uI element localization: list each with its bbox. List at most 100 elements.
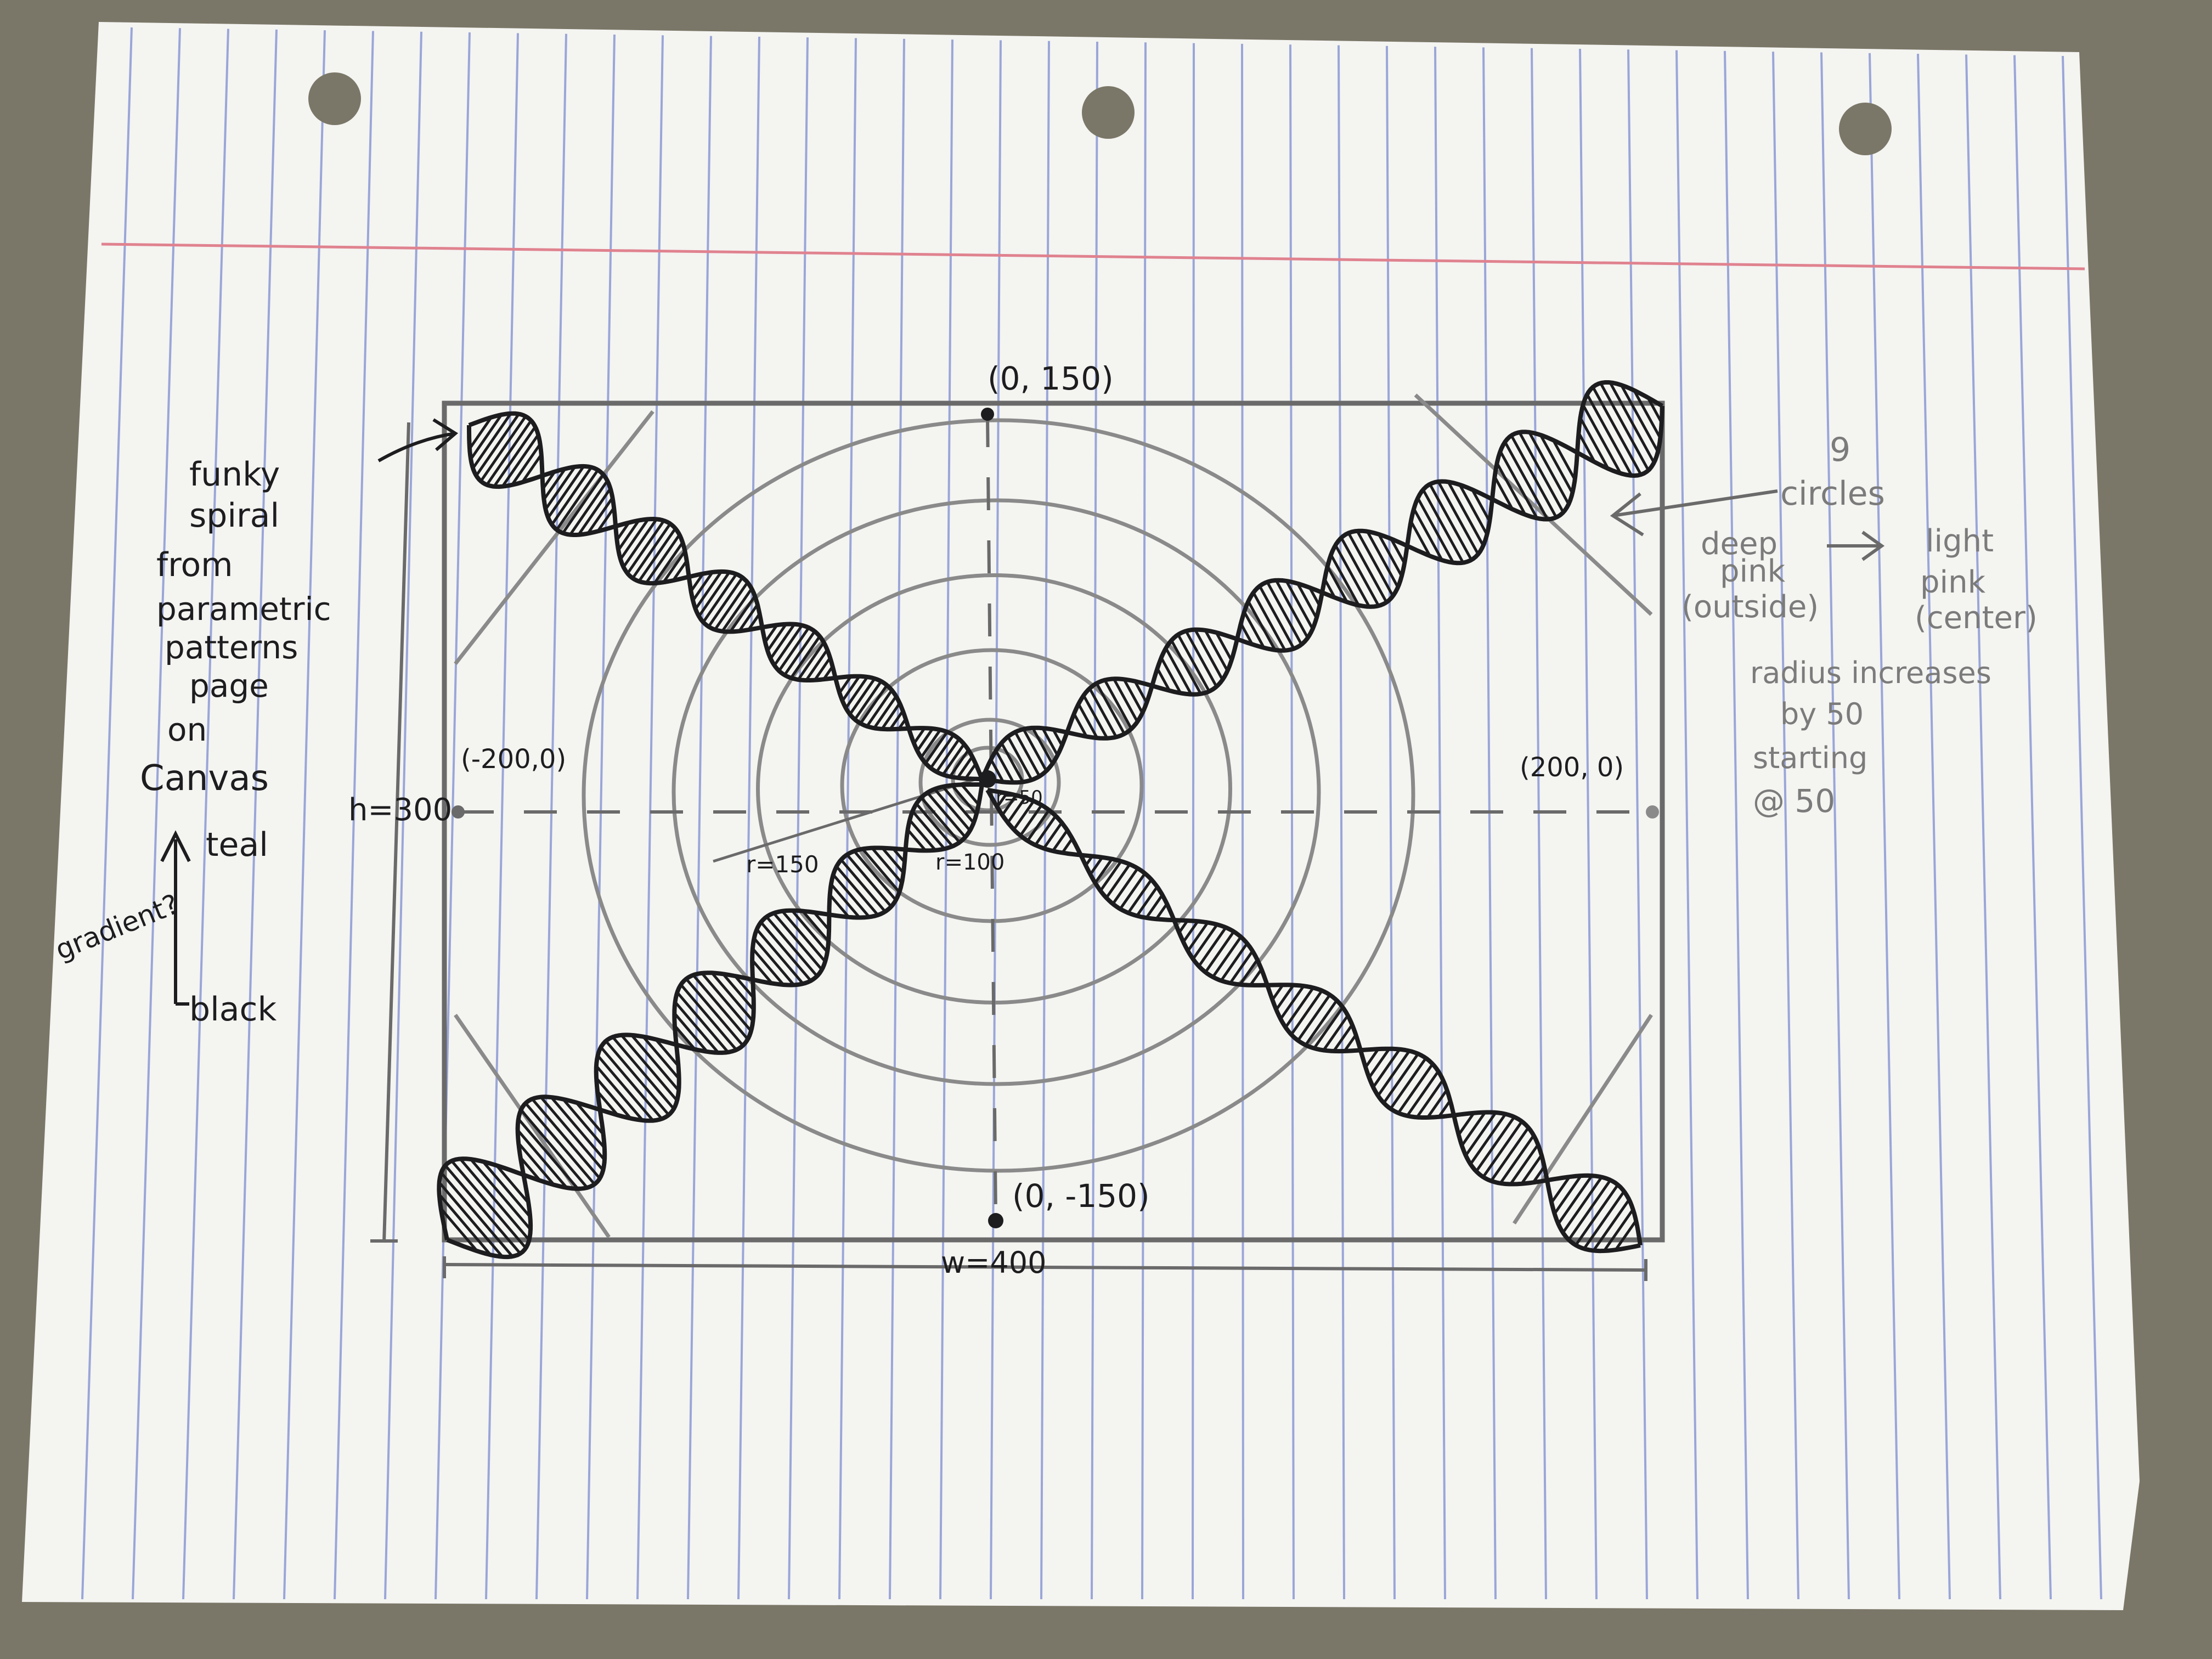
spiral-hatch	[802, 910, 830, 943]
spiral-hatch	[1211, 936, 1242, 978]
spiral-hatch	[1177, 634, 1211, 692]
spiral-hatch	[911, 810, 946, 850]
spiral-hatch	[845, 854, 893, 908]
spiral-hatch	[1567, 1179, 1612, 1241]
point-left	[452, 805, 465, 819]
spiral-hatch	[853, 850, 897, 901]
rule-line	[1579, 48, 1598, 1600]
spiral-hatch	[620, 1034, 679, 1102]
spiral-hatch	[1496, 462, 1527, 516]
rule-line	[182, 29, 229, 1600]
spiral-hatch	[1145, 894, 1164, 919]
spiral-hatch	[673, 1024, 696, 1051]
spiral-hatch	[1156, 668, 1171, 692]
rule-line	[1289, 44, 1295, 1600]
note-at-50: @ 50	[1753, 782, 1835, 820]
spiral-hatch	[1170, 640, 1202, 695]
spiral-hatch	[1290, 990, 1323, 1036]
pencil-circle	[918, 718, 1061, 847]
spiral-hatch	[881, 847, 905, 874]
spiral-hatch	[990, 759, 1005, 783]
spiral-hatch	[531, 1098, 601, 1180]
spiral-hatch	[701, 972, 752, 1032]
spiral-hatch	[1599, 382, 1650, 471]
spiral-hatch	[859, 684, 888, 725]
note-center: (center)	[1915, 600, 2038, 636]
rule-line	[1675, 50, 1699, 1600]
spiral-hatch	[611, 1036, 675, 1110]
spiral-hatch	[1592, 386, 1643, 476]
spiral-hatch	[555, 469, 599, 531]
spiral-hatch	[871, 847, 903, 884]
spiral-hatch	[1389, 1057, 1427, 1110]
spiral-hatch	[1383, 1053, 1419, 1104]
spiral-hatch	[617, 520, 640, 551]
point-top	[981, 408, 994, 421]
gradient-arrow	[160, 830, 191, 1004]
spiral-hatch	[840, 859, 887, 913]
spiral-hatch	[586, 496, 614, 534]
rule-line	[1241, 43, 1244, 1600]
spiral-hatch	[1390, 538, 1406, 565]
spiral-hatch	[1041, 727, 1059, 756]
spiral-hatch	[1550, 1176, 1571, 1204]
spiral-hatch	[1001, 794, 1018, 816]
spiral-hatch	[1499, 1135, 1535, 1184]
spiral-hatch	[577, 488, 612, 536]
spiral-hatch	[1532, 1165, 1546, 1183]
spiral-hatch	[1592, 1199, 1630, 1251]
spiral-hatch	[1329, 554, 1360, 606]
spiral-hatch	[765, 916, 819, 977]
spiral-hatch	[438, 1193, 492, 1256]
spiral-hatch	[830, 883, 861, 919]
margin-line	[101, 242, 2085, 270]
spiral-hatch	[747, 613, 761, 631]
spiral-hatch	[995, 750, 1015, 783]
label-top-point: (0, 150)	[988, 360, 1114, 397]
spiral-hatch	[777, 627, 810, 672]
spiral-hatch	[697, 571, 731, 617]
spiral-hatch	[1285, 580, 1314, 630]
label-bottom-point: (0, -150)	[1012, 1177, 1150, 1215]
rule-line	[788, 37, 809, 1600]
label-height: h=300	[348, 792, 452, 828]
note-teal: teal	[206, 826, 268, 864]
spiral-hatch	[916, 727, 934, 752]
spiral-hatch	[1356, 530, 1395, 597]
spiral-hatch	[1347, 532, 1388, 603]
spiral-hatch	[459, 1158, 531, 1241]
spiral-hatch	[1113, 678, 1139, 723]
spiral-hatch	[924, 731, 949, 764]
corner-line-bottom-left	[454, 1014, 611, 1238]
spiral-hatch	[764, 624, 778, 643]
spiral-hatch	[1457, 1112, 1475, 1136]
spiral-hatch	[835, 865, 879, 916]
pencil-circle	[672, 498, 1321, 1086]
spiral-hatch	[1252, 591, 1286, 651]
point-bottom	[988, 1213, 1003, 1228]
spiral-hatch	[626, 520, 665, 574]
spiral-hatch	[906, 828, 927, 852]
spiral-hatch	[1308, 586, 1321, 607]
spiral-hatch	[645, 534, 681, 584]
spiral-hatch	[468, 416, 493, 450]
spiral-hatch	[1160, 657, 1182, 694]
spiral-hatch	[1119, 872, 1147, 910]
note-pink-right: pink	[1920, 565, 1986, 600]
spiral-hatch	[1583, 1190, 1626, 1250]
spiral-hatch	[1007, 736, 1033, 781]
spiral-hatch	[960, 783, 980, 806]
spiral-hatch	[1528, 431, 1570, 505]
rule-line	[1965, 54, 2001, 1600]
spiral-hatch	[996, 792, 1008, 808]
spiral-hatch	[1239, 623, 1254, 645]
spiral-hatch	[1052, 829, 1069, 852]
spiral-hatch	[760, 921, 812, 982]
spiral-hatch	[909, 819, 937, 851]
spiral-hatch	[813, 911, 830, 931]
rule-line	[990, 40, 1002, 1600]
spiral-hatch	[1178, 919, 1189, 934]
spiral-hatch	[866, 689, 893, 727]
spiral-hatch	[642, 1035, 680, 1080]
rule-line	[132, 28, 181, 1600]
